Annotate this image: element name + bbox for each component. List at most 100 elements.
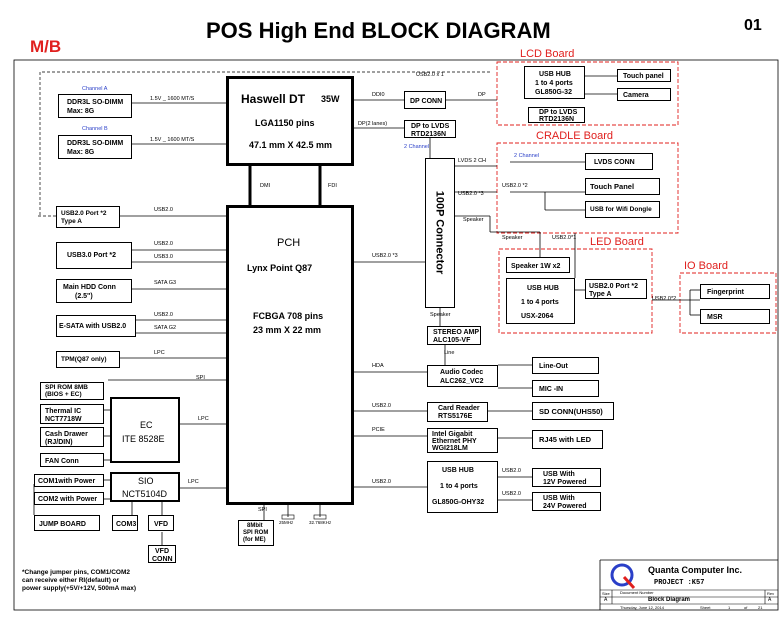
hdd-line2: (2.5")	[75, 293, 93, 300]
doc-name: Block Diagram	[648, 597, 691, 603]
lcd-camera: Camera	[617, 88, 671, 101]
sig-lvds2ch: LVDS 2 CH	[458, 158, 487, 164]
cpu-block: Haswell DT 35W LGA1150 pins 47.1 mm X 42…	[226, 76, 354, 166]
dimm-a-line1: DDR3L SO-DIMM	[67, 99, 124, 106]
lcd-dp-lvds-line2: RTD2136N	[539, 116, 575, 123]
pch-name: PCH	[277, 237, 301, 249]
sig-usb20a: USB2.0	[154, 207, 173, 213]
sig-hda: HDA	[372, 363, 384, 369]
vfd-conn-block: VFD CONN	[148, 545, 176, 563]
wifi-dongle-block: USB for Wifi Dongle	[585, 201, 660, 218]
thermal-line1: Thermal IC	[45, 408, 82, 415]
lcd-hub-line1: USB HUB	[539, 71, 571, 78]
thermal-line2: NCT7718W	[45, 416, 82, 423]
usb-24v-block: USB With 24V Powered	[532, 492, 601, 511]
sig-pcie: PCIE	[372, 427, 385, 433]
sig-lpc2: LPC	[198, 416, 209, 422]
card-line2: RTS5176E	[438, 413, 473, 420]
lcd-touch-panel: Touch panel	[617, 69, 671, 82]
mic-in-label: MIC -IN	[539, 386, 564, 393]
spirom-line2: (BIOS + EC)	[45, 391, 82, 398]
lcd-dp-lvds: DP to LVDS RTD2136N	[528, 107, 585, 123]
sheet-of: of	[744, 605, 748, 610]
audio-codec-block: Audio Codec ALC262_VC2	[427, 365, 498, 387]
page-number: 01	[744, 17, 762, 34]
spirom-me-line3: (for ME)	[243, 537, 266, 543]
line-out-label: Line-Out	[539, 363, 568, 370]
tpm-label: TPM(Q87 only)	[61, 356, 107, 363]
sig-ddr-b: 1.5V _ 1600 MT/S	[150, 137, 195, 143]
sig-fdi: FDI	[328, 183, 337, 189]
dp-lvds-block: DP to LVDS RTD2136N	[404, 120, 456, 138]
page-title: POS High End BLOCK DIAGRAM	[206, 18, 551, 43]
fingerprint-block: Fingerprint	[700, 284, 770, 299]
sig-dp: DP	[478, 92, 486, 98]
hub-line2: 1 to 4 ports	[440, 483, 478, 490]
rj45-label: RJ45 with LED	[539, 435, 592, 444]
led-board-label: LED Board	[590, 236, 644, 248]
lcd-touch-label: Touch panel	[623, 73, 664, 80]
lcd-camera-label: Camera	[623, 92, 649, 99]
led-usb-line1: USB2.0 Port *2	[589, 283, 639, 290]
dimm-a: DDR3L SO-DIMM Max: 8G	[58, 94, 132, 118]
vfd-conn-line2: CONN	[152, 556, 173, 563]
cash-line2: (RJ/DIN)	[45, 439, 73, 446]
size-label: Size	[602, 591, 610, 596]
cpu-name: Haswell DT	[241, 92, 306, 106]
jump-board-block: JUMP BOARD	[34, 515, 100, 531]
sig-dmi: DMI	[260, 183, 271, 189]
sig-usb2x2b: USB2.0*2	[652, 296, 677, 302]
sig-lpc3: LPC	[188, 479, 199, 485]
esata-block: E-SATA with USB2.0	[56, 315, 136, 337]
sig-x2: 32.768KHz	[309, 520, 332, 525]
stereo-line2: ALC105-VF	[433, 337, 471, 344]
usb20-port-block: USB2.0 Port *2 Type A	[56, 206, 120, 228]
footnote-line1: *Change jumper pins, COM1/COM2	[22, 569, 130, 576]
io-board-label: IO Board	[684, 260, 729, 272]
sig-usb30: USB3.0	[154, 254, 173, 260]
mic-in-block: MIC -IN	[532, 380, 599, 397]
speaker-block: Speaker 1W x2	[506, 257, 570, 273]
sio-name: SIO	[138, 476, 154, 486]
hdd-line1: Main HDD Conn	[63, 284, 116, 291]
sig-usb2x3: USB2.0 *3	[458, 191, 484, 197]
fan-block: FAN Conn	[40, 453, 104, 467]
pch-chip: Lynx Point Q87	[247, 263, 313, 273]
doc-label: Document Number	[620, 590, 654, 595]
usb-hub-block: USB HUB 1 to 4 ports GL850G-OHY32	[427, 461, 498, 513]
usb30-port-label: USB3.0 Port *2	[67, 252, 117, 259]
eth-line1: Intel Gigabit	[432, 431, 473, 438]
usb20-port-line1: USB2.0 Port *2	[61, 210, 107, 217]
sig-usb20f: USB2.0	[502, 468, 521, 474]
sig-usb20b: USB2.0	[154, 241, 173, 247]
sig-line: Line	[444, 350, 455, 356]
sig-2ch-b: 2 Channel	[514, 153, 540, 159]
sig-satag3: SATA G3	[154, 280, 177, 286]
sig-usb2x1b: USB2.0*1	[552, 235, 577, 241]
cpu-power: 35W	[321, 94, 340, 104]
vfd-block: VFD	[148, 515, 174, 531]
line-out-block: Line-Out	[532, 357, 599, 374]
codec-line1: Audio Codec	[440, 369, 484, 376]
hub-line3: GL850G-OHY32	[432, 499, 485, 506]
sig-dp2: DP(2 lanes)	[358, 121, 388, 127]
lcd-usb-hub: USB HUB 1 to 4 ports GL850G-32	[524, 66, 585, 99]
com3-label: COM3	[116, 521, 137, 528]
sig-usb20c: USB2.0	[154, 312, 173, 318]
sig-speaker1: Speaker	[463, 217, 484, 223]
sio-block: SIO NCT5104D	[110, 472, 180, 502]
sio-chip: NCT5104D	[122, 489, 168, 499]
sig-usb20d: USB2.0	[372, 403, 391, 409]
cradle-board-label: CRADLE Board	[536, 130, 614, 142]
rj45-block: RJ45 with LED	[532, 430, 603, 449]
led-usb-hub: USB HUB 1 to 4 ports USX-2064	[506, 278, 575, 324]
mb-label: M/B	[30, 37, 62, 56]
dp-conn-block: DP CONN	[404, 91, 446, 109]
sheet-label: Sheet	[700, 605, 711, 610]
com1-block: COM1with Power	[34, 474, 104, 487]
sig-spi1: SPI	[196, 375, 205, 381]
dp-conn-label: DP CONN	[410, 98, 443, 105]
